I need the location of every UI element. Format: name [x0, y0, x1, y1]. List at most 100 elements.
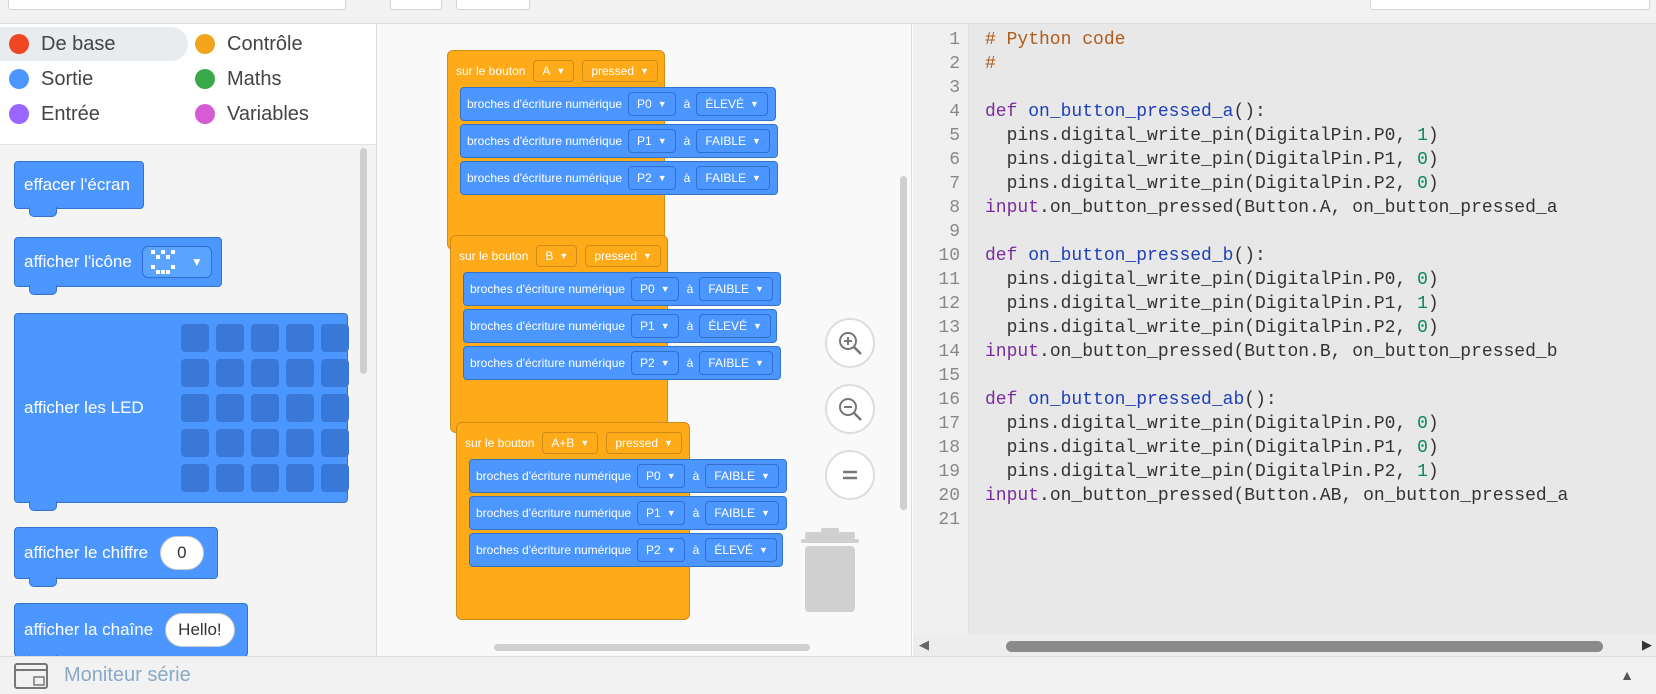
event-block-a[interactable]: sur le bouton A▼ pressed▼ broches d'écri… — [447, 39, 778, 250]
code-line[interactable]: pins.digital_write_pin(DigitalPin.P1, 0) — [985, 150, 1439, 170]
value-dropdown[interactable]: FAIBLE▼ — [696, 166, 770, 190]
category-variables[interactable]: Variables — [186, 97, 366, 131]
pin-dropdown[interactable]: P1▼ — [628, 129, 676, 153]
action-dropdown[interactable]: pressed▼ — [582, 60, 658, 82]
category-output[interactable]: Sortie — [0, 62, 180, 96]
code-line[interactable]: pins.digital_write_pin(DigitalPin.P2, 1) — [985, 462, 1439, 482]
value-dropdown[interactable]: FAIBLE▼ — [696, 129, 770, 153]
value-dropdown[interactable]: FAIBLE▼ — [699, 277, 773, 301]
category-basic[interactable]: De base — [0, 27, 188, 61]
button-dropdown[interactable]: B▼ — [536, 245, 578, 267]
value-dropdown[interactable]: ÉLEVÉ▼ — [699, 314, 771, 338]
right-panel-edge[interactable] — [1370, 0, 1650, 10]
code-line[interactable]: # — [985, 54, 996, 74]
code-line[interactable]: pins.digital_write_pin(DigitalPin.P0, 0) — [985, 270, 1439, 290]
dropdown-value: P2 — [646, 543, 661, 557]
serial-monitor-bar[interactable]: Moniteur série ▲ — [0, 656, 1656, 694]
icon-dropdown[interactable]: ▼ — [141, 246, 212, 278]
trash-icon[interactable] — [797, 528, 863, 614]
value-dropdown[interactable]: FAIBLE▼ — [705, 464, 779, 488]
editor-horizontal-scrollbar[interactable] — [1006, 641, 1603, 652]
dropdown-caret-icon: ▼ — [666, 471, 676, 481]
toolbox-scrollbar[interactable] — [360, 148, 367, 374]
scroll-right-icon[interactable]: ▶ — [1642, 637, 1652, 652]
scroll-left-icon[interactable]: ◀ — [919, 637, 929, 652]
pin-dropdown[interactable]: P2▼ — [637, 538, 685, 562]
category-list: De base Contrôle Sortie Maths Entrée Var… — [0, 24, 376, 144]
code-line[interactable]: pins.digital_write_pin(DigitalPin.P0, 1) — [985, 126, 1439, 146]
code-line[interactable]: input.on_button_pressed(Button.A, on_but… — [985, 198, 1558, 218]
block-show-number[interactable]: afficher le chiffre 0 — [14, 527, 218, 587]
category-math[interactable]: Maths — [186, 62, 366, 96]
block-show-string[interactable]: afficher la chaîne Hello! — [14, 603, 248, 656]
chevron-up-icon[interactable]: ▲ — [1620, 667, 1634, 683]
code-line[interactable]: def on_button_pressed_a(): — [985, 102, 1266, 122]
zoom-out-button[interactable] — [825, 384, 875, 434]
action-dropdown[interactable]: pressed▼ — [606, 432, 682, 454]
pin-dropdown[interactable]: P1▼ — [637, 501, 685, 525]
blocks-workspace[interactable]: sur le bouton A▼ pressed▼ broches d'écri… — [376, 24, 912, 656]
pin-dropdown[interactable]: P2▼ — [631, 351, 679, 375]
line-number: 8 — [949, 198, 960, 218]
digital-write-block[interactable]: broches d'écriture numérique P1▼ à FAIBL… — [460, 124, 778, 158]
digital-write-block[interactable]: broches d'écriture numérique P2▼ à FAIBL… — [460, 161, 778, 195]
value-dropdown[interactable]: ÉLEVÉ▼ — [696, 92, 768, 116]
code-line[interactable]: pins.digital_write_pin(DigitalPin.P2, 0) — [985, 318, 1439, 338]
toolbar-button-edge[interactable] — [390, 0, 442, 10]
digital-write-block[interactable]: broches d'écriture numérique P2▼ à FAIBL… — [463, 346, 781, 380]
action-dropdown[interactable]: pressed▼ — [585, 245, 661, 267]
workspace-vertical-scrollbar[interactable] — [900, 176, 907, 510]
toolbar-button-edge-2[interactable] — [456, 0, 530, 10]
code-line[interactable]: def on_button_pressed_ab(): — [985, 390, 1277, 410]
led-grid[interactable] — [181, 324, 349, 492]
category-input[interactable]: Entrée — [0, 97, 180, 131]
pin-dropdown[interactable]: P1▼ — [631, 314, 679, 338]
digital-write-block[interactable]: broches d'écriture numérique P0▼ à ÉLEVÉ… — [460, 87, 776, 121]
block-show-icon[interactable]: afficher l'icône ▼ — [14, 237, 222, 295]
search-box-edge[interactable] — [8, 0, 346, 10]
digital-write-block[interactable]: broches d'écriture numérique P1▼ à ÉLEVÉ… — [463, 309, 777, 343]
event-block-b[interactable]: sur le bouton B▼ pressed▼ broches d'écri… — [450, 224, 781, 433]
pin-dropdown[interactable]: P0▼ — [631, 277, 679, 301]
digital-write-block[interactable]: broches d'écriture numérique P2▼ à ÉLEVÉ… — [469, 533, 783, 567]
block-clear-screen[interactable]: effacer l'écran — [14, 161, 144, 217]
button-dropdown[interactable]: A+B▼ — [542, 432, 599, 454]
value-dropdown[interactable]: FAIBLE▼ — [705, 501, 779, 525]
reset-zoom-button[interactable] — [825, 450, 875, 500]
digital-write-block[interactable]: broches d'écriture numérique P1▼ à FAIBL… — [469, 496, 787, 530]
category-label: Variables — [227, 102, 309, 125]
event-block-ab[interactable]: sur le bouton A+B▼ pressed▼ broches d'éc… — [456, 411, 787, 620]
dropdown-value: pressed — [594, 249, 638, 263]
value-dropdown[interactable]: FAIBLE▼ — [699, 351, 773, 375]
button-dropdown[interactable]: A▼ — [533, 60, 575, 82]
smiley-icon — [150, 250, 175, 274]
pin-dropdown[interactable]: P0▼ — [637, 464, 685, 488]
code-line[interactable]: pins.digital_write_pin(DigitalPin.P1, 1) — [985, 294, 1439, 314]
digital-write-block[interactable]: broches d'écriture numérique P0▼ à FAIBL… — [463, 272, 781, 306]
pin-dropdown[interactable]: P2▼ — [628, 166, 676, 190]
python-code-editor[interactable]: 1 2 3 4 5 6 7 8 9 10 11 12 13 14 15 16 1… — [913, 24, 1656, 634]
value-dropdown[interactable]: ÉLEVÉ▼ — [705, 538, 777, 562]
block-show-leds[interactable]: afficher les LED — [14, 313, 349, 511]
zoom-out-icon — [839, 398, 862, 421]
string-input[interactable]: Hello! — [165, 613, 235, 647]
dropdown-caret-icon: ▼ — [657, 99, 667, 109]
code-line[interactable]: def on_button_pressed_b(): — [985, 246, 1266, 266]
code-line[interactable]: input.on_button_pressed(Button.AB, on_bu… — [985, 486, 1569, 506]
code-line[interactable]: pins.digital_write_pin(DigitalPin.P0, 0) — [985, 414, 1439, 434]
workspace-horizontal-scrollbar[interactable] — [494, 644, 810, 651]
code-line[interactable]: pins.digital_write_pin(DigitalPin.P2, 0) — [985, 174, 1439, 194]
code-line[interactable]: pins.digital_write_pin(DigitalPin.P1, 0) — [985, 438, 1439, 458]
code-line[interactable]: # Python code — [985, 30, 1126, 50]
code-line[interactable]: input.on_button_pressed(Button.B, on_but… — [985, 342, 1558, 362]
dropdown-value: ÉLEVÉ — [705, 97, 745, 111]
block-label: à — [686, 319, 694, 333]
line-number: 17 — [938, 414, 960, 434]
zoom-in-button[interactable] — [825, 318, 875, 368]
category-control[interactable]: Contrôle — [186, 27, 366, 61]
pin-dropdown[interactable]: P0▼ — [628, 92, 676, 116]
serial-monitor-label: Moniteur série — [64, 664, 191, 686]
line-number: 11 — [938, 270, 960, 290]
digital-write-block[interactable]: broches d'écriture numérique P0▼ à FAIBL… — [469, 459, 787, 493]
number-input[interactable]: 0 — [160, 536, 204, 570]
